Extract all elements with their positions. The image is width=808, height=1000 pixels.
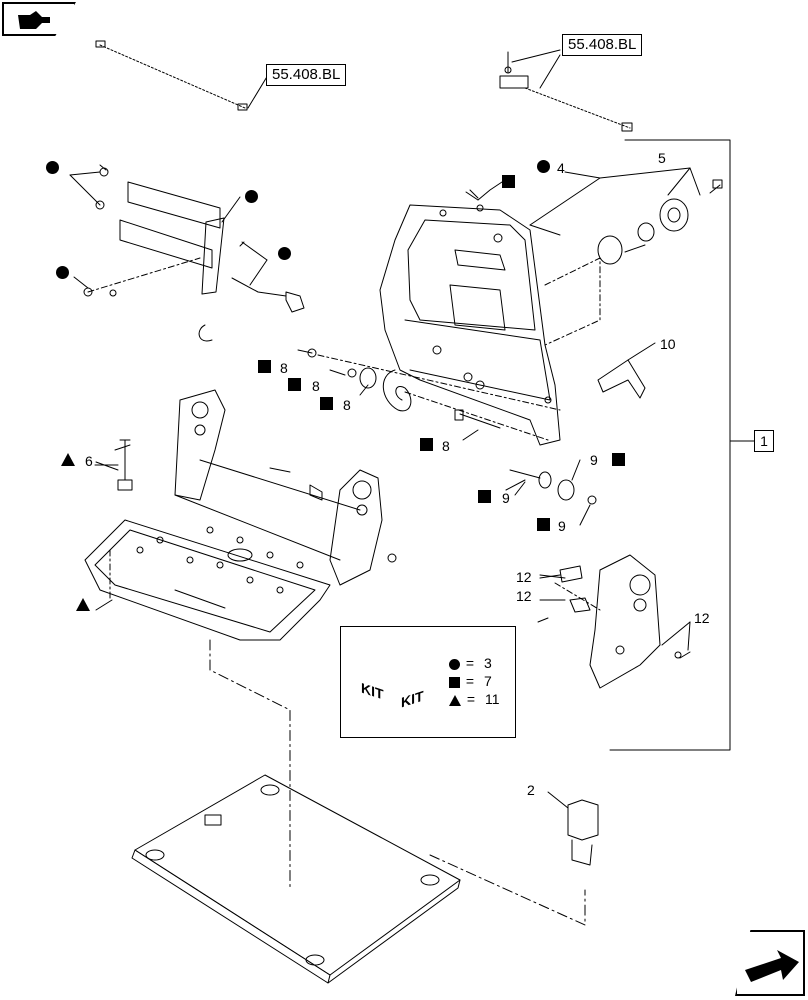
assembly-number-box: 1	[754, 430, 774, 452]
kit-square-marker	[420, 438, 433, 451]
callout-9[interactable]: 9	[590, 452, 598, 468]
arrow-next-icon	[745, 950, 799, 982]
assembly-bracket	[609, 139, 731, 751]
callout-10[interactable]: 10	[660, 336, 676, 352]
callout-9[interactable]: 9	[502, 490, 510, 506]
callout-9[interactable]: 9	[558, 518, 566, 534]
callout-8[interactable]: 8	[280, 360, 288, 376]
kit-label-right: KIT	[401, 687, 424, 711]
legend-triangle-row: = 11	[449, 691, 500, 707]
kit-circle-marker	[537, 160, 550, 173]
mounting-plate	[131, 639, 586, 984]
kit-square-marker	[537, 518, 550, 531]
hex-bolt	[547, 791, 599, 866]
reference-box-right[interactable]: 55.408.BL	[562, 34, 643, 56]
callout-5[interactable]: 5	[658, 150, 666, 166]
right-cable	[499, 49, 633, 132]
kit-square-marker	[320, 397, 333, 410]
kit-legend: KIT KIT = 3 = 7 = 11	[340, 626, 516, 738]
legend-square-row: = 7	[449, 673, 492, 689]
callout-8[interactable]: 8	[442, 438, 450, 454]
kit-square-marker	[478, 490, 491, 503]
callout-12[interactable]: 12	[516, 588, 532, 604]
legend-circle-row: = 3	[449, 655, 492, 671]
kit-circle-marker	[46, 161, 59, 174]
recliner-side-panel	[537, 554, 691, 689]
seat-strap-assembly	[69, 164, 305, 342]
kit-label-left: KIT	[361, 679, 384, 703]
reference-box-left[interactable]: 55.408.BL	[266, 64, 347, 86]
kit-triangle-marker	[76, 598, 90, 611]
hand-pointing-icon	[18, 11, 50, 29]
pivot-hardware	[297, 348, 561, 441]
recliner-knob-assembly	[529, 167, 723, 346]
kit-circle-marker	[278, 247, 291, 260]
kit-square-marker	[258, 360, 271, 373]
legend-triangle-count: 11	[484, 691, 500, 707]
callout-12[interactable]: 12	[694, 610, 710, 626]
legend-square-count: 7	[483, 673, 492, 689]
kit-square-marker	[502, 175, 515, 188]
square-symbol	[449, 676, 460, 688]
callout-12[interactable]: 12	[516, 569, 532, 585]
callout-8[interactable]: 8	[312, 378, 320, 394]
kit-square-marker	[612, 453, 625, 466]
callout-8[interactable]: 8	[343, 397, 351, 413]
release-lever	[597, 342, 656, 399]
callout-2[interactable]: 2	[527, 782, 535, 798]
callout-4[interactable]: 4	[557, 160, 565, 176]
kit-circle-marker	[56, 266, 69, 279]
kit-square-marker	[288, 378, 301, 391]
seat-pivot-hardware	[509, 459, 597, 526]
backrest-frame	[379, 179, 561, 446]
legend-circle-count: 3	[483, 655, 492, 671]
callout-6[interactable]: 6	[85, 453, 93, 469]
kit-triangle-marker	[61, 453, 75, 466]
kit-circle-marker	[245, 190, 258, 203]
seat-base-frame	[84, 389, 397, 641]
triangle-symbol	[449, 694, 461, 706]
circle-symbol	[449, 658, 460, 670]
left-cable	[95, 40, 269, 111]
